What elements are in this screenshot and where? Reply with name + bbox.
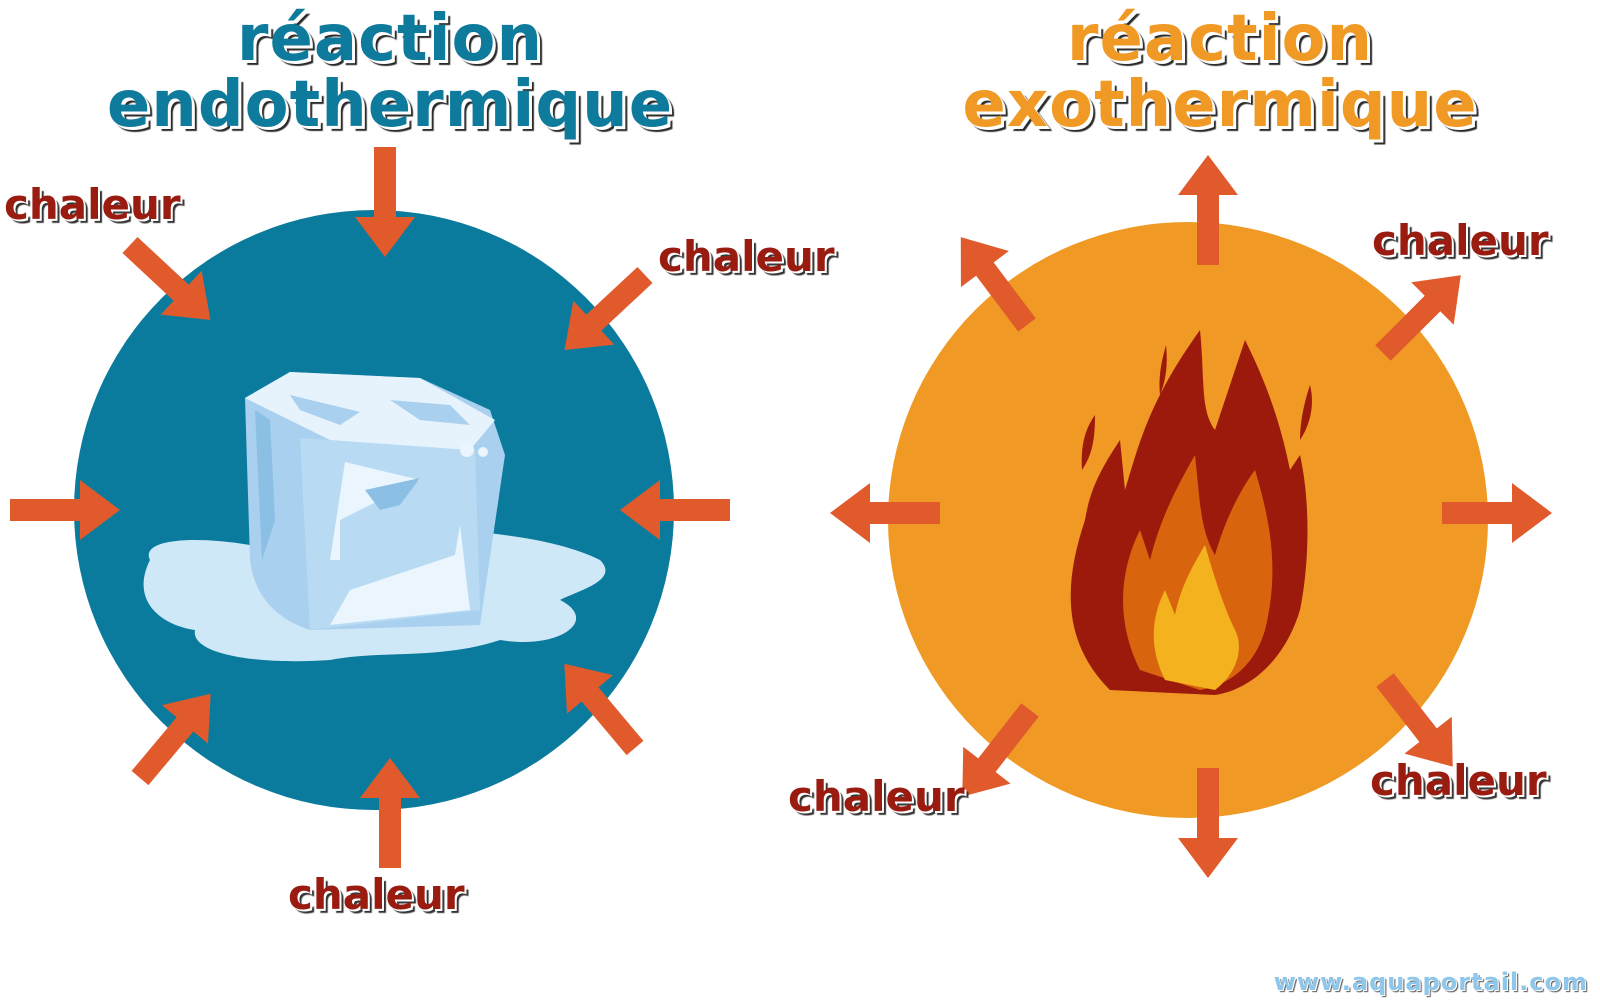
exothermic-title: réaction exothermique [870, 6, 1570, 138]
endothermic-label-heat-bottom: chaleur [288, 870, 465, 919]
watermark-url: www.aquaportail.com [1273, 968, 1588, 996]
endothermic-label-heat-topleft: chaleur [4, 180, 181, 229]
exothermic-label-heat-bottomleft: chaleur [788, 772, 965, 821]
exothermic-title-line1: réaction [1066, 2, 1374, 76]
exothermic-title-line2: exothermique [962, 68, 1478, 142]
ice-cube-icon [143, 372, 606, 662]
flame-icon [1070, 330, 1312, 695]
endothermic-title: réaction endothermique [40, 6, 740, 138]
endothermic-title-line1: réaction [236, 2, 544, 76]
endothermic-title-line2: endothermique [106, 68, 674, 142]
exothermic-label-heat-topright: chaleur [1372, 216, 1549, 265]
endothermic-label-heat-topright: chaleur [658, 232, 835, 281]
exothermic-label-heat-bottomright: chaleur [1370, 756, 1547, 805]
